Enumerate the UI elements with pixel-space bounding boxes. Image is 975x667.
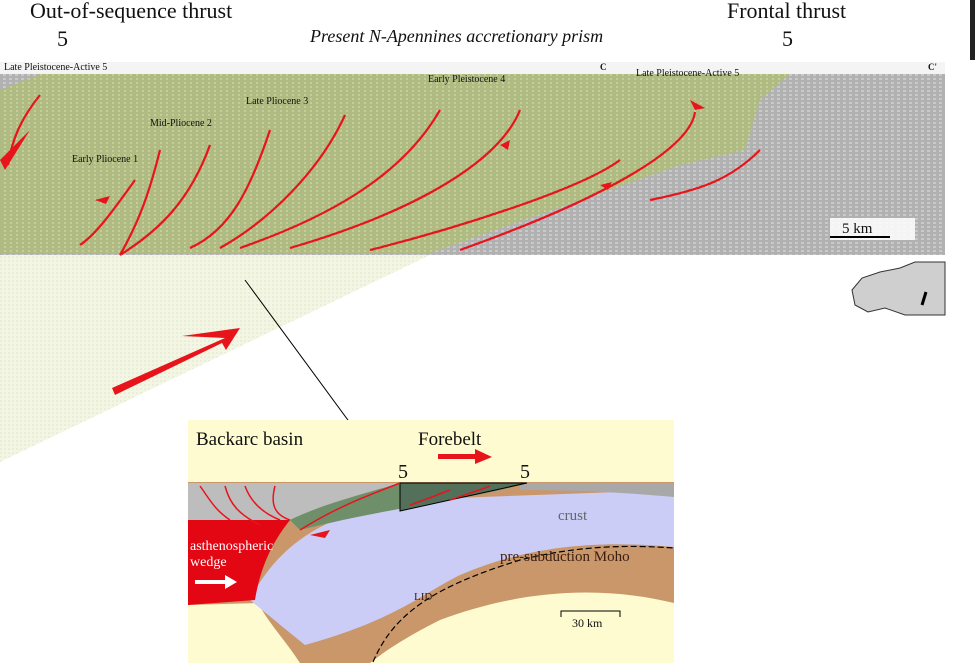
- lid-label: LID: [414, 591, 432, 603]
- thrust-faults: [6, 94, 761, 256]
- left-marker-number: 5: [57, 26, 68, 51]
- frontal-thrust-label: Frontal thrust: [727, 0, 846, 23]
- unit-label: Mid-Pliocene 2: [150, 118, 212, 129]
- unit-label: Early Pliocene 1: [72, 154, 138, 165]
- moho-label: pre-subduction Moho: [500, 549, 630, 565]
- marker-number: 5: [398, 461, 408, 483]
- unit-label: Late Pleistocene-Active 5: [636, 68, 739, 79]
- zoom-wedge: [0, 255, 430, 462]
- shear-arrow-icon: [112, 328, 240, 395]
- asthenosphere-flow-arrow-icon: [195, 575, 237, 589]
- right-marker-number: 5: [782, 26, 793, 51]
- lithosphere-cross-section: Backarc basin Forebelt 5 5 crust astheno…: [188, 420, 675, 663]
- forebelt-direction-arrow-icon: [438, 449, 492, 464]
- edge-bar: [970, 0, 975, 60]
- location-map-inset: [848, 261, 946, 316]
- slip-arrows: [0, 100, 705, 204]
- profile-corner-label: C': [928, 62, 937, 72]
- figure-title: Present N-Apennines accretionary prism: [309, 26, 603, 46]
- backarc-basin-label: Backarc basin: [196, 429, 304, 450]
- seismic-section: Late Pleistocene-Active 5 Early Pleistoc…: [0, 62, 945, 256]
- unit-label: Late Pliocene 3: [246, 96, 308, 107]
- scale-bar: [560, 610, 621, 617]
- scale-bar-label: 5 km: [842, 221, 873, 237]
- unit-label: Late Pleistocene-Active 5: [4, 62, 107, 73]
- unit-label: Early Pleistocene 4: [428, 74, 505, 85]
- forebelt-label: Forebelt: [418, 429, 482, 450]
- asthenospheric-wedge-label-1: asthenospheric: [190, 539, 273, 554]
- out-of-sequence-thrust-label: Out-of-sequence thrust: [30, 0, 232, 23]
- crust-label: crust: [558, 508, 588, 524]
- profile-corner-label: C: [600, 62, 607, 72]
- scale-bar-label: 30 km: [572, 616, 603, 630]
- asthenospheric-wedge-label-2: wedge: [190, 555, 227, 570]
- marker-number: 5: [520, 461, 530, 483]
